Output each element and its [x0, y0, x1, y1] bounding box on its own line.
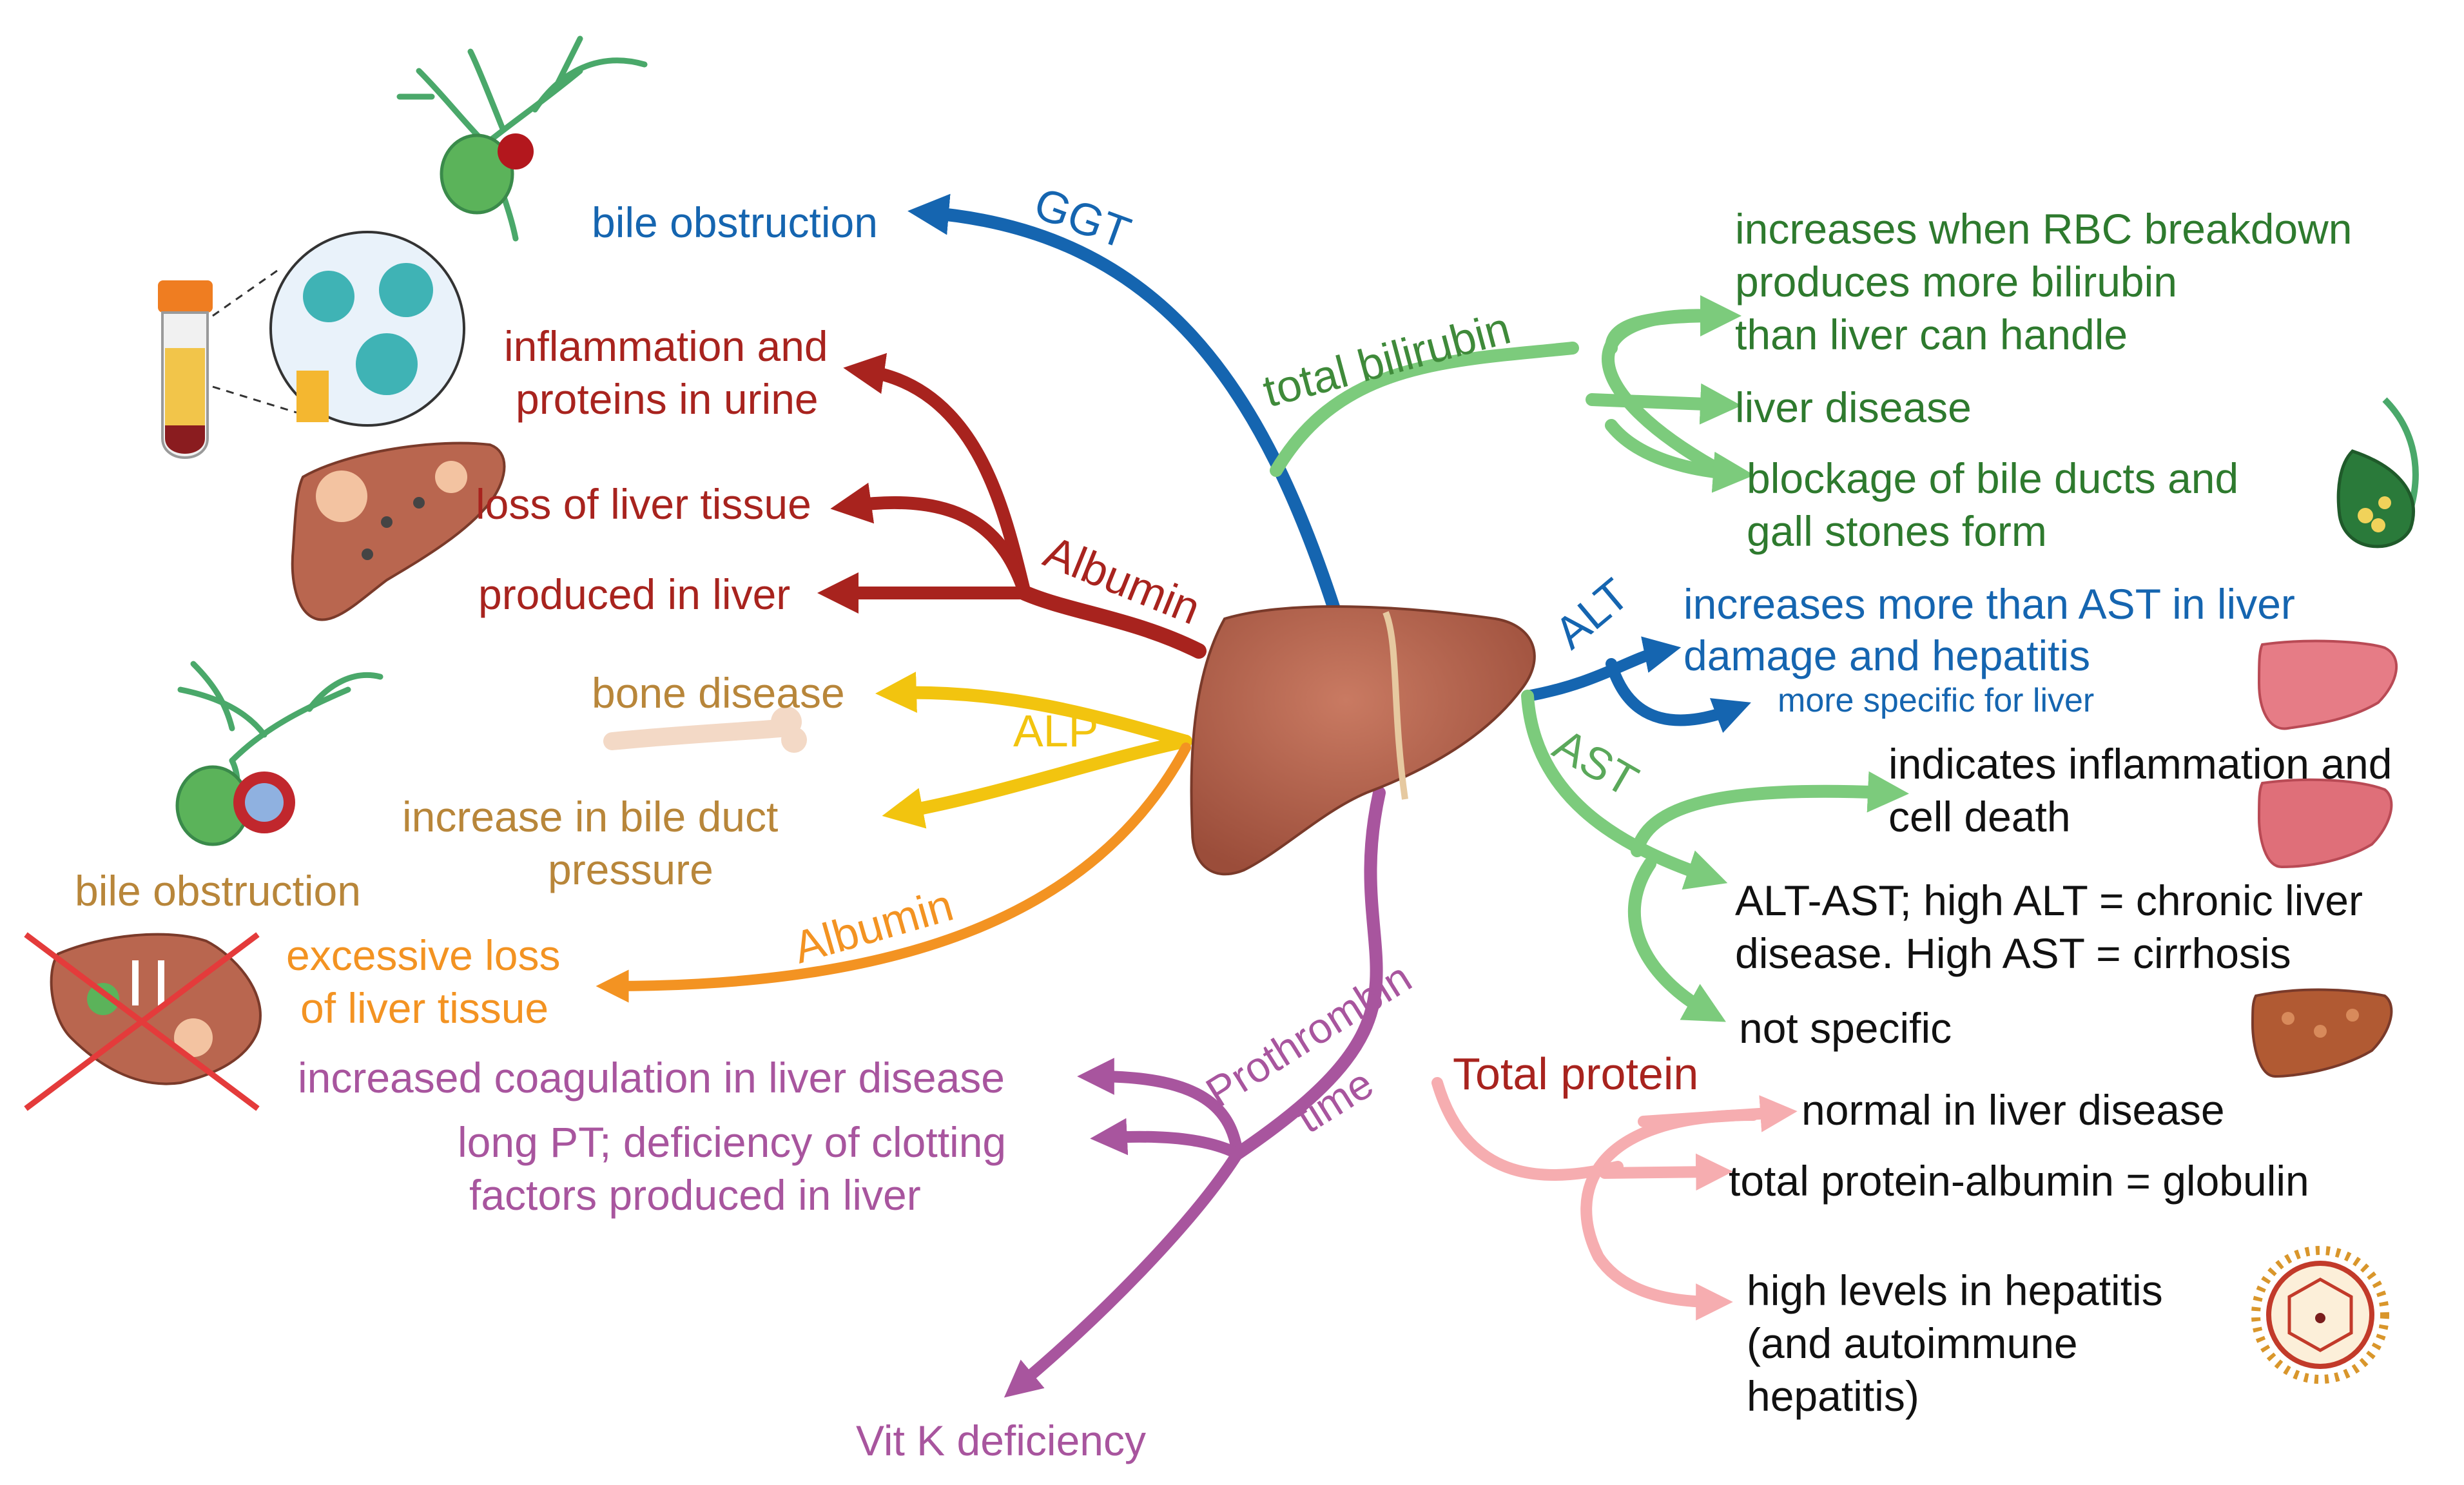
albumin-orange-branch — [596, 742, 1191, 1003]
bilirubin-item-blockage-1: blockage of bile ducts and — [1747, 454, 2238, 502]
ast-trunk — [1521, 690, 1728, 890]
total-protein-item-hepatitis-3: hepatitis) — [1747, 1372, 1919, 1420]
alt-label: ALT — [1546, 569, 1639, 659]
crossed-out-liver-icon — [24, 932, 262, 1111]
prothrombin-item-longpt-2: factors produced in liver — [469, 1171, 921, 1219]
total-protein-item-normal: normal in liver disease — [1801, 1086, 2225, 1134]
prothrombin-to-longpt — [1090, 1118, 1243, 1160]
bile-duct-obstruction-icon — [396, 35, 648, 242]
bilirubin-item-rbc-1: increases when RBC breakdown — [1735, 205, 2352, 253]
ast-item-ratio-1: ALT-AST; high ALT = chronic liver — [1735, 877, 2363, 924]
alt-item-1b: damage and hepatitis — [1683, 632, 2090, 679]
albumin-orange-item-1: excessive loss — [286, 931, 561, 979]
ast-item-ratio-2: disease. High AST = cirrhosis — [1735, 929, 2291, 977]
ast-item-inflammation-1: indicates inflammation and — [1888, 740, 2392, 788]
albumin-red-item-urine-1: inflammation and — [504, 322, 828, 370]
blocked-bile-duct-icon — [175, 661, 383, 846]
prothrombin-to-coagulation — [1077, 1058, 1243, 1160]
alp-item-pressure-2: pressure — [548, 846, 713, 893]
total-protein-item-hepatitis-1: high levels in hepatitis — [1747, 1267, 2163, 1314]
bilirubin-item-blockage-2: gall stones form — [1747, 507, 2047, 555]
ast-to-nonspecific — [1627, 857, 1726, 1022]
prothrombin-item-vitk: Vit K deficiency — [856, 1417, 1146, 1464]
branch-lines — [596, 193, 1909, 1398]
total-protein-item-hepatitis-2: (and autoimmune — [1747, 1319, 2078, 1367]
alt-item-specific: more specific for liver — [1778, 682, 2094, 719]
bilirubin-label: total bilirubin — [1258, 302, 1516, 416]
total-protein-fork — [1580, 1109, 1759, 1321]
alp-to-bone — [875, 672, 1192, 748]
alp-to-pressure — [882, 735, 1192, 829]
alt-trunk — [1522, 636, 1682, 702]
albumin-red-item-urine-2: proteins in urine — [516, 375, 819, 423]
albumin-red-trunk — [1017, 585, 1207, 659]
albumin-red-to-tissue — [830, 482, 1031, 599]
bilirubin-to-disease — [1586, 383, 1741, 425]
bilirubin-to-blockage — [1605, 419, 1754, 493]
total-protein-to-normal — [1638, 1095, 1798, 1132]
total-protein-to-globulin — [1599, 1153, 1733, 1191]
prothrombin-item-coagulation: increased coagulation in liver disease — [298, 1054, 1005, 1102]
central-liver-icon — [1190, 605, 1536, 876]
inflamed-liver-icon — [2257, 639, 2398, 730]
ast-item-nonspecific: not specific — [1739, 1004, 1952, 1052]
hepatitis-virus-icon — [2251, 1246, 2389, 1384]
alp-icon-caption: bile obstruction — [75, 867, 361, 915]
alp-item-bone: bone disease — [592, 669, 845, 717]
ggt-item-bile-obstruction: bile obstruction — [592, 199, 878, 246]
cell-death-liver-icon — [2257, 778, 2393, 869]
ast-to-inflammation — [1631, 771, 1909, 857]
alp-label: ALP — [1013, 706, 1098, 756]
prothrombin-item-longpt-1: long PT; deficiency of clotting — [458, 1118, 1006, 1166]
magnified-proteins-icon — [212, 231, 465, 427]
cirrhotic-liver-icon — [2251, 988, 2393, 1078]
bilirubin-to-rbc — [1605, 295, 1742, 354]
alt-item-1a: increases more than AST in liver — [1683, 580, 2295, 628]
urine-sample-tube-icon — [158, 280, 213, 459]
albumin-red-item-tissue: loss of liver tissue — [476, 480, 811, 528]
total-protein-label: Total protein — [1453, 1049, 1698, 1099]
ggt-branch — [907, 193, 1344, 625]
total-protein-item-globulin: total protein-albumin = globulin — [1729, 1157, 2309, 1205]
bone-icon — [603, 706, 807, 753]
prothrombin-trunk — [1231, 786, 1386, 1160]
alp-item-pressure-1: increase in bile duct — [402, 793, 778, 840]
bilirubin-trunk — [1270, 342, 1579, 477]
gallstones-icon — [2336, 397, 2419, 548]
damaged-liver-icon — [291, 442, 506, 621]
bilirubin-item-rbc-3: than liver can handle — [1735, 311, 2128, 358]
alt-to-specific — [1605, 658, 1751, 733]
prothrombin-to-vitk — [1004, 1148, 1243, 1398]
ast-item-inflammation-2: cell death — [1888, 793, 2071, 840]
albumin-red-to-urine — [843, 353, 1031, 599]
bilirubin-item-rbc-2: produces more bilirubin — [1735, 258, 2177, 306]
bilirubin-item-disease: liver disease — [1735, 383, 1972, 431]
albumin-red-item-produced: produced in liver — [478, 570, 790, 618]
albumin-orange-item-2: of liver tissue — [300, 984, 548, 1032]
